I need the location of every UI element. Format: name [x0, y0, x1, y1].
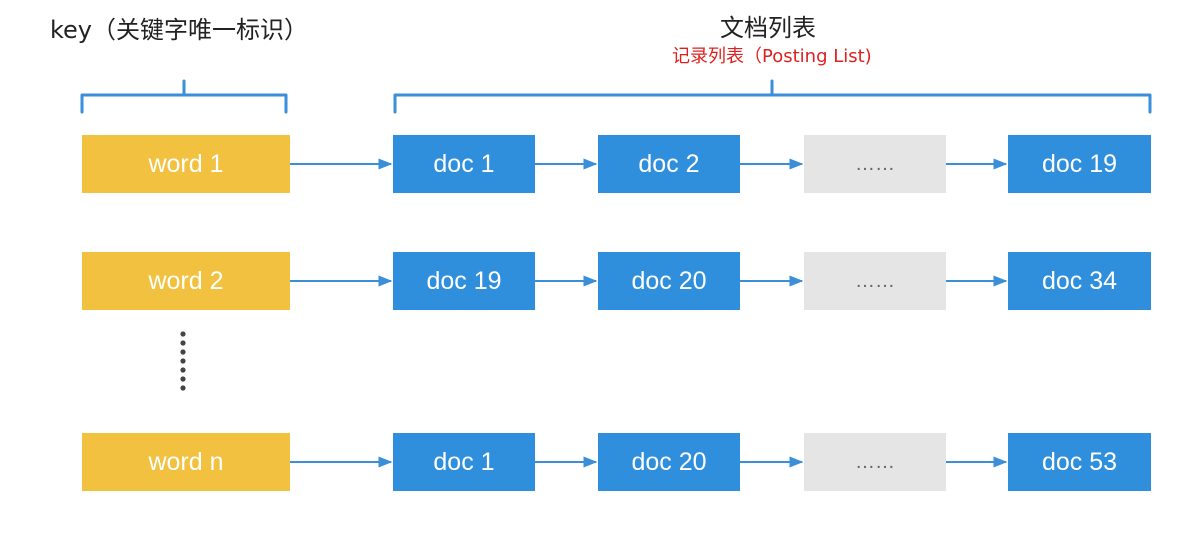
doc-label: doc 1 [433, 150, 494, 178]
word-box [82, 252, 290, 310]
doc-box [598, 252, 740, 310]
key-bracket [80, 79, 288, 114]
word-box [82, 135, 290, 193]
word-label: word 1 [147, 150, 223, 178]
doc-box [598, 135, 740, 193]
ellipsis-label: …… [855, 270, 895, 292]
ellipsis-dot [180, 349, 186, 355]
vertical-ellipsis [180, 331, 186, 391]
doc-label: doc 2 [638, 150, 699, 178]
word-label: word 2 [147, 267, 223, 295]
doc-box [393, 135, 535, 193]
doc-label: doc 19 [1042, 150, 1117, 178]
doc-box [393, 252, 535, 310]
ellipsis-dot [180, 358, 186, 364]
doc-label: doc 19 [426, 267, 501, 295]
document-list-bracket [393, 79, 1152, 114]
doc-box [1008, 135, 1151, 193]
doc-label: doc 53 [1042, 448, 1117, 476]
posting-list-label: 记录列表（Posting List) [672, 46, 872, 67]
ellipsis-box [804, 252, 946, 310]
doc-box [598, 433, 740, 491]
ellipsis-box [804, 135, 946, 193]
ellipsis-box [804, 433, 946, 491]
doc-box [393, 433, 535, 491]
ellipsis-dot [180, 331, 186, 337]
document-list-label: 文档列表 [720, 14, 816, 42]
ellipsis-dot [180, 376, 186, 382]
ellipsis-dot [180, 367, 186, 373]
word-label: word n [147, 448, 223, 476]
ellipsis-label: …… [855, 153, 895, 175]
doc-label: doc 1 [433, 448, 494, 476]
doc-label: doc 20 [631, 448, 706, 476]
word-box [82, 433, 290, 491]
doc-label: doc 34 [1042, 267, 1117, 295]
key-label: key（关键字唯一标识） [50, 16, 309, 44]
doc-label: doc 20 [631, 267, 706, 295]
doc-box [1008, 433, 1151, 491]
doc-box [1008, 252, 1151, 310]
ellipsis-dot [180, 385, 186, 391]
ellipsis-dot [180, 340, 186, 346]
ellipsis-label: …… [855, 451, 895, 473]
